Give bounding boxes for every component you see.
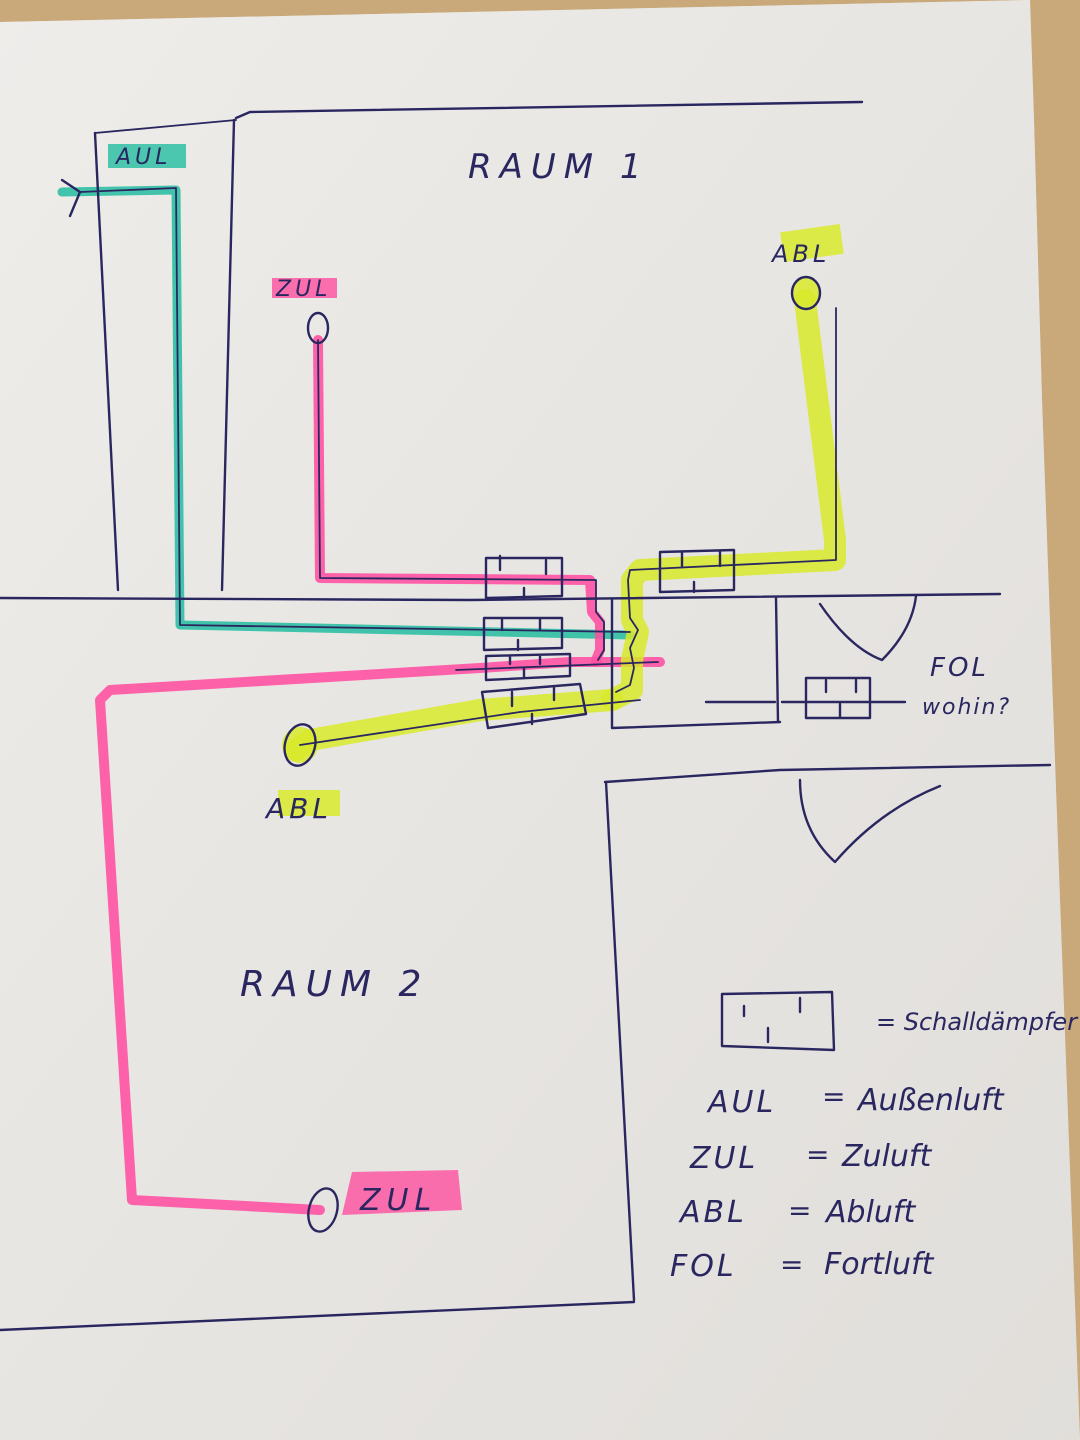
silencer-4 xyxy=(484,652,572,682)
abl-room1-label: ABL xyxy=(770,240,830,268)
fol-label: FOL xyxy=(930,653,989,683)
legend-silencer-icon xyxy=(720,990,836,1052)
legend-meaning-zul: Zuluft xyxy=(841,1139,932,1174)
silencer-fol xyxy=(804,676,872,720)
zul-room2-label-highlight xyxy=(342,1170,462,1215)
zul-room1-label-highlight xyxy=(272,278,337,298)
zul-terminal-room2-icon xyxy=(307,1187,339,1233)
zul-room1-label: ZUL xyxy=(275,277,331,302)
walls xyxy=(0,100,1052,1332)
silencer-1 xyxy=(484,554,564,600)
legend-abbr-fol: FOL xyxy=(670,1249,737,1284)
legend-abbr-aul: AUL xyxy=(706,1085,776,1120)
legend-eq-abl: = xyxy=(788,1194,811,1227)
abl-terminal-room1-icon xyxy=(790,275,822,311)
legend-meaning-aul: Außenluft xyxy=(856,1083,1005,1118)
legend-eq-fol: = xyxy=(780,1248,803,1281)
legend-abbr-zul: ZUL xyxy=(689,1141,758,1176)
silencer-2 xyxy=(658,548,736,594)
legend-meaning-abl: Abluft xyxy=(824,1195,916,1230)
legend-eq-zul: = xyxy=(806,1138,829,1171)
aul-inlet-arrow-icon xyxy=(60,178,631,633)
zul-room2-label: ZUL xyxy=(359,1183,437,1218)
abl-room2-label: ABL xyxy=(264,792,332,825)
silencer-3 xyxy=(482,616,564,652)
legend-abbr-abl: ABL xyxy=(678,1195,747,1230)
room2-title: RAUM 2 xyxy=(240,964,429,1005)
abl-room1-label-highlight xyxy=(780,223,844,263)
fol-question: wohin? xyxy=(922,695,1011,720)
zul-terminal-room1-icon xyxy=(306,311,330,345)
aul-label-highlight xyxy=(108,144,186,168)
room1-title: RAUM 1 xyxy=(468,147,650,187)
abl-terminal-room2-icon xyxy=(283,723,317,767)
legend: = Schalldämpfer AUL = Außenluft ZUL = Zu… xyxy=(670,990,1079,1284)
legend-eq-aul: = xyxy=(822,1080,845,1113)
abl-room2-label-highlight xyxy=(278,790,340,816)
legend-silencer-label: = Schalldämpfer xyxy=(876,1008,1079,1036)
silencer-5 xyxy=(480,682,588,730)
aul-label: AUL xyxy=(114,145,171,170)
legend-meaning-fol: Fortluft xyxy=(824,1247,935,1282)
